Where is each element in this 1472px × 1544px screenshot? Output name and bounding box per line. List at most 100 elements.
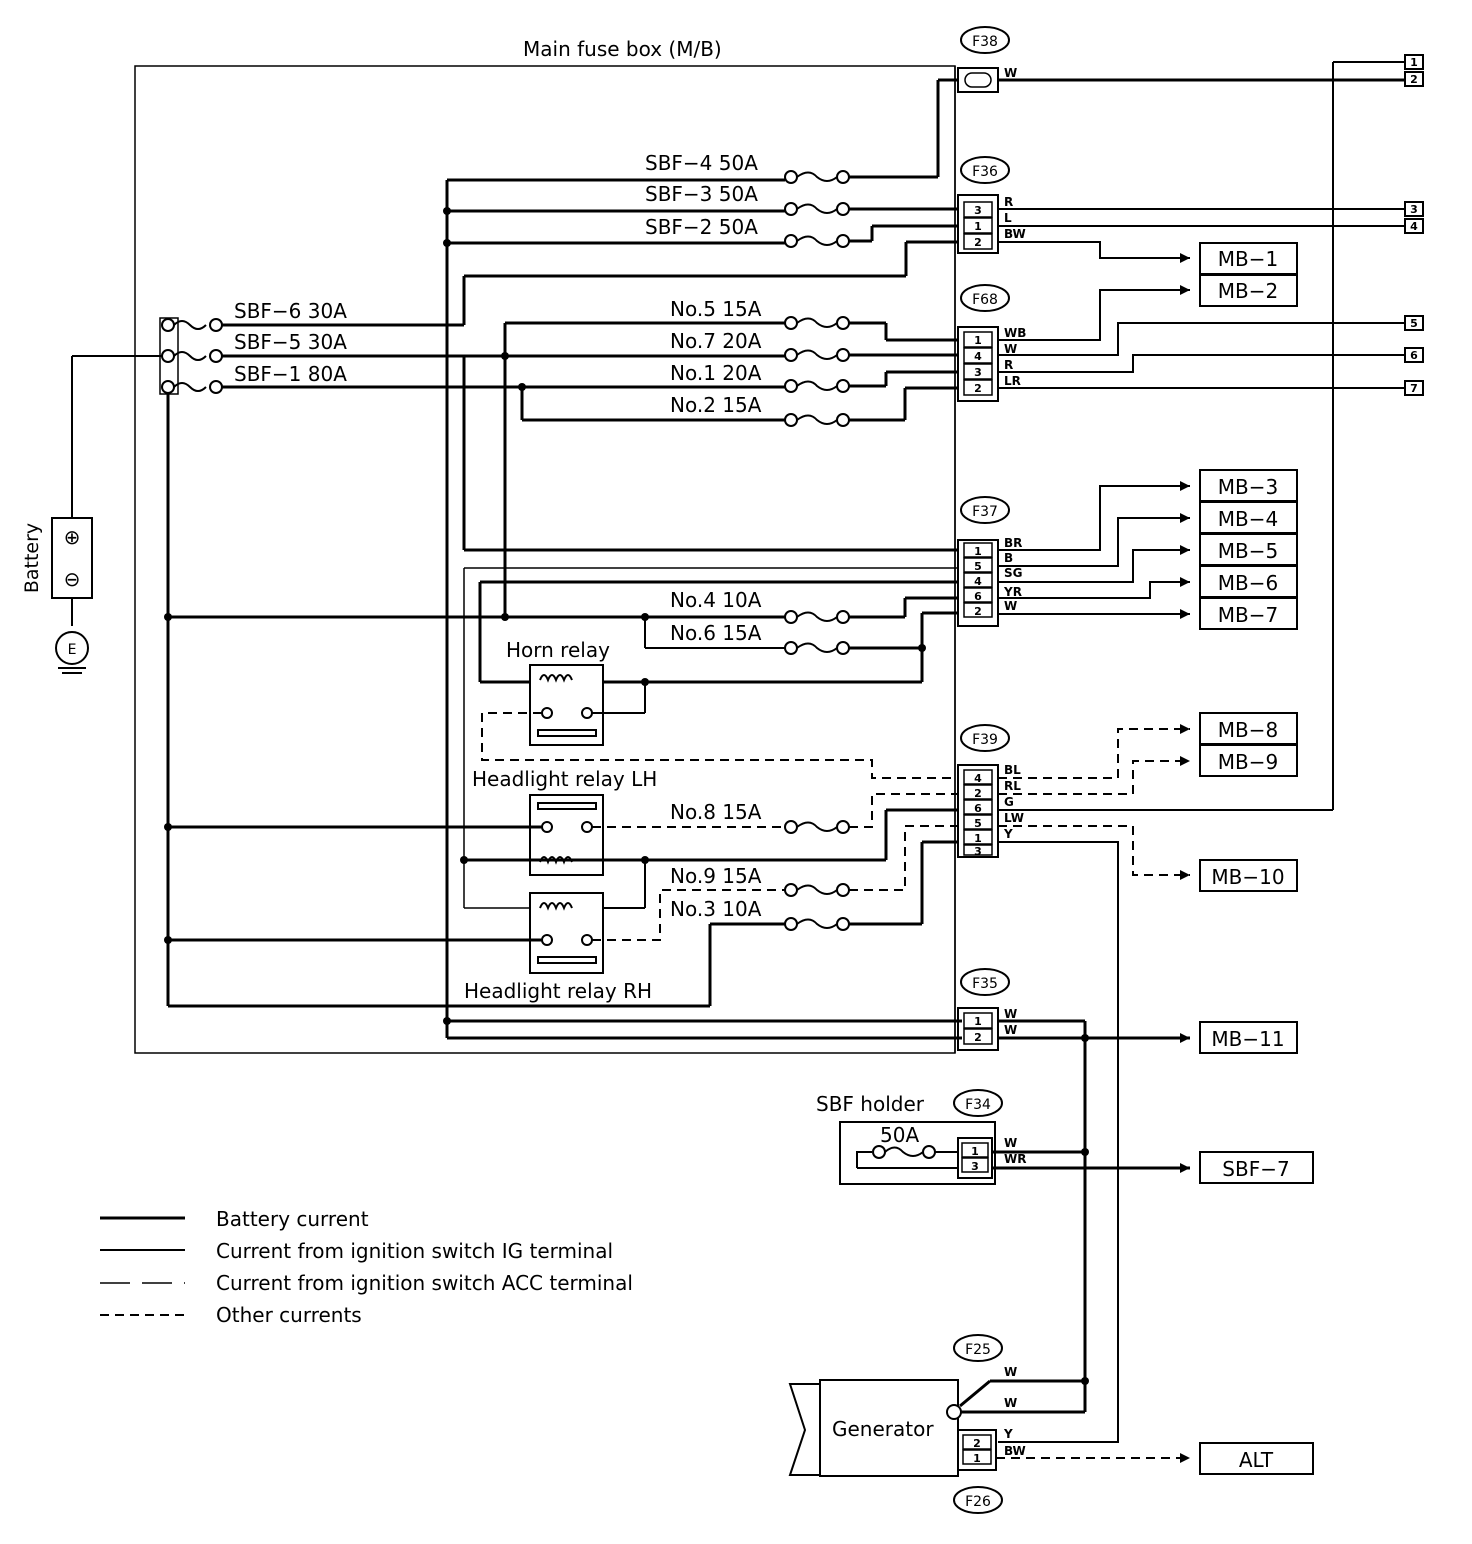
generator: F25 Generator W W 2 1 Y BW F26 <box>788 1334 1190 1514</box>
connector-f34-tag: F34 <box>965 1097 991 1113</box>
battery-minus-icon: ⊖ <box>64 567 81 591</box>
connector-f68: F68 1 4 3 2 WB W R LR <box>957 284 1405 402</box>
connector-f25-tag: F25 <box>965 1342 991 1358</box>
f68-pin: 3 <box>974 366 982 379</box>
dest-mb6: MB−6 <box>1180 565 1298 598</box>
f36-wire-color: L <box>1004 211 1012 225</box>
dest-mb1-label: MB−1 <box>1218 247 1278 271</box>
f39-pin: 6 <box>974 802 982 815</box>
fuse-sbf4-label: SBF−4 50A <box>645 151 758 175</box>
dest-mb9: MB−9 <box>1180 744 1298 777</box>
lower-fuse-rows: No.4 10A No.6 15A <box>164 567 962 909</box>
battery-body <box>51 517 93 599</box>
dest-alt-label: ALT <box>1239 1448 1274 1472</box>
fuse-sbf1-label: SBF−1 80A <box>234 362 347 386</box>
f26-wire-color: Y <box>1003 1427 1013 1441</box>
horn-relay: Horn relay <box>481 638 962 779</box>
f68-pin: 2 <box>974 382 982 395</box>
dest-mb6-label: MB−6 <box>1218 571 1278 595</box>
headlight-relay-rh-label: Headlight relay RH <box>464 979 652 1003</box>
upper-fuse-rows: SBF−4 50A SBF−3 50A SBF−2 50A <box>443 78 962 1038</box>
fuse-sbf2-label: SBF−2 50A <box>645 215 758 239</box>
dest-mb3: MB−3 <box>1180 469 1298 502</box>
fuse-no7-label: No.7 20A <box>670 329 762 353</box>
f68-pin: 4 <box>974 350 982 363</box>
f36-pin: 1 <box>974 220 982 233</box>
f39-pin: 1 <box>974 832 982 845</box>
dest-alt: ALT <box>1180 1442 1314 1475</box>
dest-mb4-label: MB−4 <box>1218 507 1278 531</box>
dest-mb8-label: MB−8 <box>1218 718 1278 742</box>
destination-boxes: MB−1 MB−2 MB−3 MB−4 MB−5 MB−6 MB−7 MB−8 … <box>1180 242 1314 1475</box>
fuse-sbf5-label: SBF−5 30A <box>234 330 347 354</box>
edge-terminal: 5 <box>1410 317 1418 330</box>
f35-pin: 1 <box>974 1015 982 1028</box>
f36-pin: 2 <box>974 236 982 249</box>
edge-terminal: 7 <box>1410 382 1418 395</box>
fuse-no3-label: No.3 10A <box>670 897 762 921</box>
dest-mb11-label: MB−11 <box>1211 1027 1284 1051</box>
dest-mb10-label: MB−10 <box>1211 865 1284 889</box>
fuse-sbf6-label: SBF−6 30A <box>234 299 347 323</box>
ground-label: E <box>68 642 77 658</box>
dest-mb1: MB−1 <box>1180 242 1298 275</box>
f37-wire-color: SG <box>1004 566 1023 580</box>
fuse-no9-label: No.9 15A <box>670 864 762 888</box>
f37-wire-color: B <box>1004 551 1013 565</box>
connector-f39: F39 4 2 6 5 1 3 BL RL G LW Y <box>957 61 1405 1443</box>
f39-wire-color: BL <box>1004 763 1021 777</box>
f37-pin: 5 <box>974 560 982 573</box>
dest-mb2-label: MB−2 <box>1218 279 1278 303</box>
headlight-relay-rh: Headlight relay RH No.9 15A No.3 10A <box>164 825 962 1008</box>
f34-wire-color: W <box>1004 1136 1017 1150</box>
battery-label: Battery <box>21 523 43 593</box>
connector-f37: F37 1 5 4 6 2 BR B SG YR W <box>957 485 1190 627</box>
connector-f35-tag: F35 <box>972 976 998 992</box>
legend-label: Current from ignition switch ACC termina… <box>216 1271 633 1295</box>
f39-pin: 4 <box>974 772 982 785</box>
headlight-relay-lh: Headlight relay LH No.8 15A <box>164 767 962 908</box>
connector-f68-tag: F68 <box>972 292 998 308</box>
f68-wire-color: LR <box>1004 374 1021 388</box>
f39-pin: 5 <box>974 817 982 830</box>
f36-wire-color: BW <box>1004 227 1026 241</box>
f68-wire-color: W <box>1004 342 1017 356</box>
edge-terminal: 1 <box>1410 56 1418 69</box>
f37-pin: 2 <box>974 605 982 618</box>
dest-mb5: MB−5 <box>1180 533 1298 566</box>
generator-pulley-icon <box>788 1383 821 1476</box>
f26-pin: 1 <box>973 1452 981 1465</box>
f37-wire-color: YR <box>1003 585 1022 599</box>
f34-wire-color: WR <box>1004 1152 1026 1166</box>
connector-f37-tag: F37 <box>972 504 998 520</box>
dest-mb9-label: MB−9 <box>1218 750 1278 774</box>
connector-f26-tag: F26 <box>965 1494 991 1510</box>
fuse-no2-label: No.2 15A <box>670 393 762 417</box>
battery: ⊕ ⊖ Battery E <box>21 355 168 674</box>
fuse-sbf3-label: SBF−3 50A <box>645 182 758 206</box>
f39-wire-color: RL <box>1004 779 1021 793</box>
f25-wire-color: W <box>1004 1396 1017 1410</box>
main-fuse-box-title: Main fuse box (M/B) <box>523 37 722 61</box>
f39-pin: 3 <box>974 845 982 858</box>
dest-mb7: MB−7 <box>1180 597 1298 630</box>
sbf-holder-label: SBF holder <box>816 1092 925 1116</box>
f35-pin: 2 <box>974 1031 982 1044</box>
f36-pin: 3 <box>974 204 982 217</box>
f34-pin: 3 <box>971 1160 979 1173</box>
f35-wire-color: W <box>1004 1023 1017 1037</box>
dest-mb10: MB−10 <box>1180 859 1298 892</box>
generator-body <box>819 1379 959 1477</box>
dest-mb8: MB−8 <box>1180 712 1298 745</box>
battery-plus-icon: ⊕ <box>64 525 81 549</box>
legend-label: Current from ignition switch IG terminal <box>216 1239 613 1263</box>
fuse-no5-label: No.5 15A <box>670 297 762 321</box>
f39-wire-color: LW <box>1004 811 1024 825</box>
sbf-cluster: SBF−6 30A SBF−5 30A SBF−1 80A <box>159 299 785 1006</box>
edge-terminal: 4 <box>1410 220 1418 233</box>
fuse-no1-label: No.1 20A <box>670 361 762 385</box>
headlight-relay-lh-coil-icon <box>539 856 573 865</box>
legend: Battery current Current from ignition sw… <box>100 1207 633 1327</box>
dest-sbf7: SBF−7 <box>1180 1151 1314 1184</box>
